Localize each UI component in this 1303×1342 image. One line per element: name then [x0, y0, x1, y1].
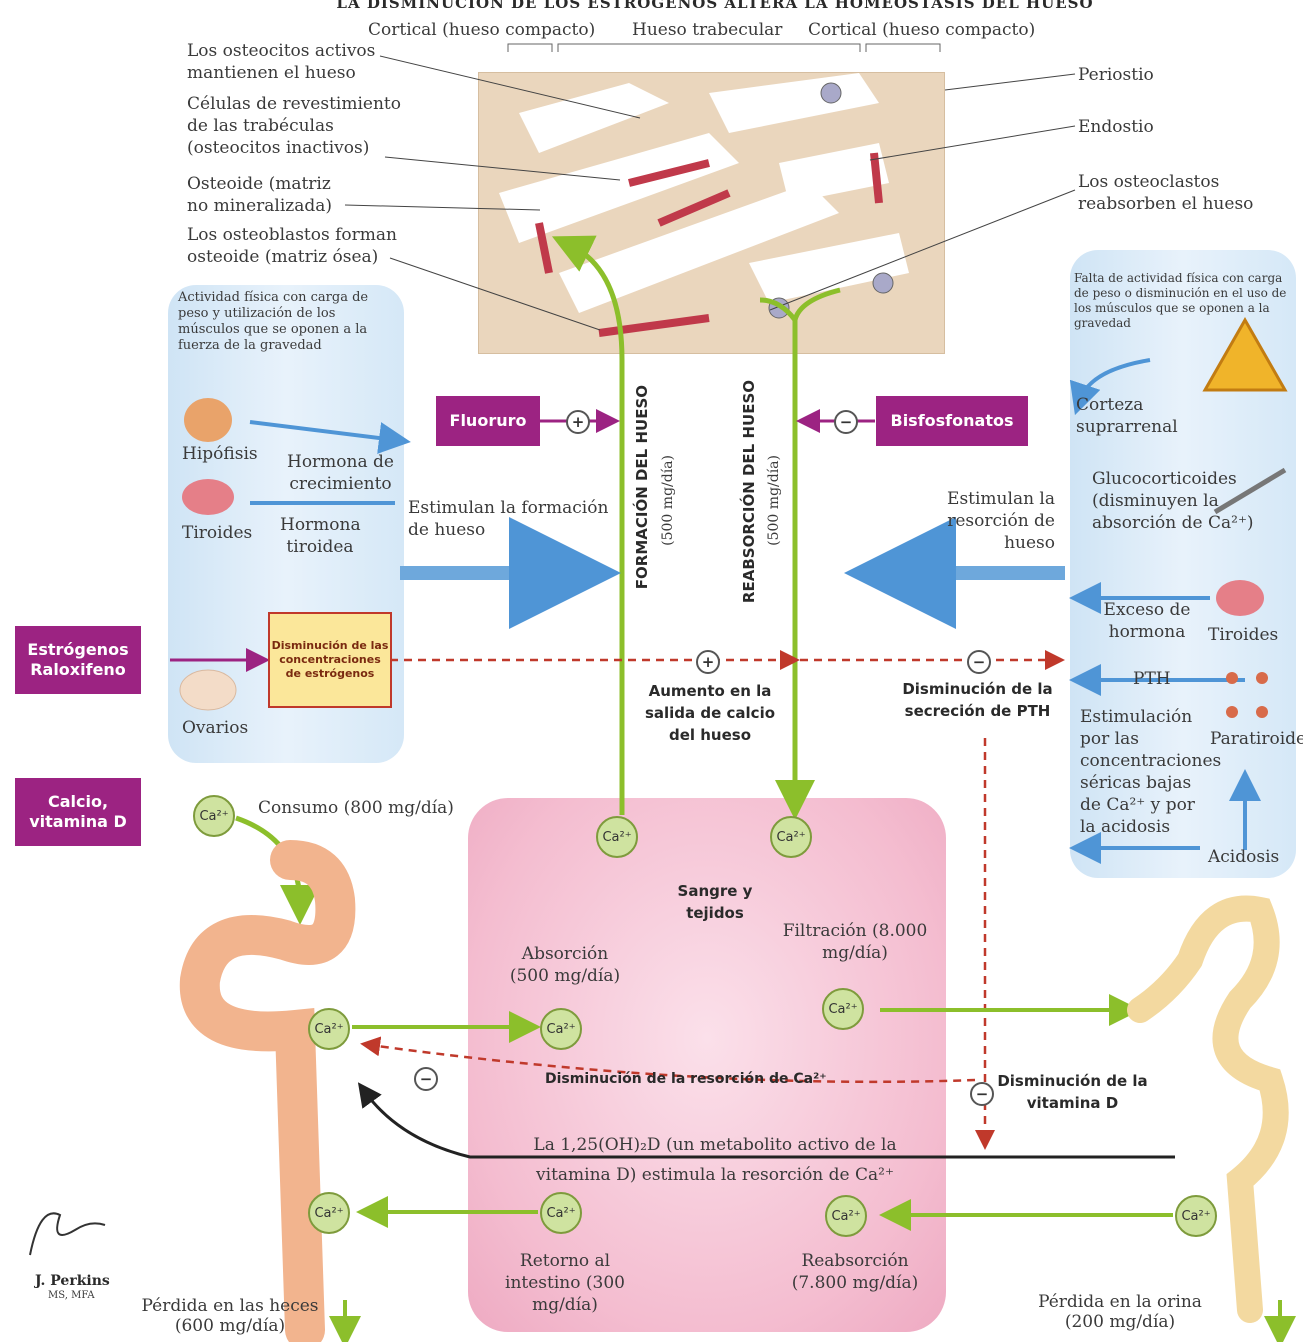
- label-pth: PTH: [1133, 668, 1171, 690]
- label-trabecular: Hueso trabecular: [632, 19, 782, 41]
- label-thyroid-left: Tiroides: [182, 522, 252, 544]
- label-vitamin-d-decrease: Disminución de la vitamina D: [995, 1070, 1150, 1114]
- label-absorption: Absorción (500 mg/día): [500, 943, 630, 987]
- minus-sign-bisphosphonates: −: [834, 410, 858, 434]
- label-thyroid-hormone: Hormona tiroidea: [280, 514, 360, 558]
- label-inactivity: Falta de actividad física con carga de p…: [1074, 271, 1296, 331]
- label-physical-activity: Actividad física con carga de peso y uti…: [178, 290, 393, 354]
- label-stimulation: Estimulación por las concentraciones sér…: [1080, 706, 1215, 838]
- label-osteoid: Osteoide (matriz no mineralizada): [187, 173, 357, 217]
- thyroid-drawing: [182, 479, 234, 515]
- label-adrenal: Corteza suprarrenal: [1076, 394, 1186, 438]
- ca-ion-filtration: Ca²⁺: [822, 988, 864, 1030]
- nephron-drawing: [1140, 909, 1276, 1310]
- label-osteoblasts: Los osteoblastos forman osteoide (matriz…: [187, 224, 417, 268]
- label-filtration: Filtración (8.000 mg/día): [780, 920, 930, 964]
- ca-ion-return: Ca²⁺: [540, 1192, 582, 1234]
- label-reabsorption: Reabsorción (7.800 mg/día): [780, 1250, 930, 1294]
- plus-sign-estrogen: +: [696, 650, 720, 674]
- label-periosteum: Periostio: [1078, 64, 1154, 86]
- ca-ion-kidney: Ca²⁺: [1175, 1195, 1217, 1237]
- artist-signature: [20, 1195, 120, 1265]
- ca-ion-intake: Ca²⁺: [193, 795, 235, 837]
- ca-ion-resorption: Ca²⁺: [770, 816, 812, 858]
- ca-ion-intestine-out: Ca²⁺: [308, 1192, 350, 1234]
- label-bone-formation-rate: (500 mg/día): [660, 455, 676, 546]
- label-calcium-output: Aumento en la salida de calcio del hueso: [630, 680, 790, 746]
- label-glucocorticoids: Glucocorticoides (disminuyen la absorció…: [1092, 468, 1282, 534]
- label-endosteum: Endostio: [1078, 116, 1154, 138]
- label-stimulate-resorption: Estimulan la resorción de hueso: [930, 488, 1055, 554]
- label-excess-hormone: Exceso de hormona: [1092, 599, 1202, 643]
- label-parathyroids: Paratiroides: [1210, 728, 1290, 750]
- label-stimulate-formation: Estimulan la formación de hueso: [408, 497, 623, 541]
- label-ovaries: Ovarios: [182, 717, 248, 739]
- bisphosphonates-box: Bisfosfonatos: [876, 396, 1028, 446]
- label-bone-resorption-rate: (500 mg/día): [766, 455, 782, 546]
- label-intake: Consumo (800 mg/día): [258, 797, 454, 819]
- label-bone-resorption: REABSORCIÓN DEL HUESO: [740, 380, 758, 603]
- label-acidosis: Acidosis: [1208, 846, 1279, 868]
- label-pituitary: Hipófisis: [182, 443, 258, 465]
- figure-title: LA DISMINUCIÓN DE LOS ESTRÓGENOS ALTERA …: [270, 0, 1160, 14]
- label-urine-loss: Pérdida en la orina (200 mg/día): [1020, 1292, 1220, 1332]
- label-lining-cells: Células de revestimiento de las trabécul…: [187, 93, 417, 159]
- label-osteoclasts: Los osteoclastos reabsorben el hueso: [1078, 171, 1278, 215]
- thyroid-right-drawing: [1216, 580, 1264, 616]
- label-resorption-decrease: Disminución de la resorción de Ca²⁺: [545, 1068, 827, 1090]
- calcium-vitamin-d-box: Calcio, vitamina D: [15, 778, 141, 846]
- minus-sign-pth: −: [967, 650, 991, 674]
- signature-credentials: MS, MFA: [48, 1288, 95, 1304]
- ovary-drawing: [180, 670, 236, 710]
- label-blood-tissues: Sangre y tejidos: [655, 880, 775, 924]
- intestine-drawing: [200, 860, 336, 1330]
- minus-sign-vitamin-d: −: [970, 1082, 994, 1106]
- label-bone-formation: FORMACIÓN DEL HUESO: [633, 385, 651, 589]
- ca-ion-intestine-in: Ca²⁺: [308, 1008, 350, 1050]
- ca-ion-absorption: Ca²⁺: [540, 1008, 582, 1050]
- pituitary-drawing: [184, 398, 232, 442]
- label-feces-loss: Pérdida en las heces (600 mg/día): [125, 1296, 335, 1336]
- ca-ion-reabsorption: Ca²⁺: [825, 1195, 867, 1237]
- minus-sign-resorption: −: [414, 1067, 438, 1091]
- label-cortical-right: Cortical (hueso compacto): [808, 19, 1035, 41]
- label-return-intestine: Retorno al intestino (300 mg/día): [500, 1250, 630, 1316]
- label-pth-decrease: Disminución de la secreción de PTH: [880, 678, 1075, 722]
- label-vitamin-d-note: La 1,25(OH)₂D (un metabolito activo de l…: [505, 1130, 925, 1190]
- ca-ion-formation: Ca²⁺: [596, 816, 638, 858]
- fluoride-box: Fluoruro: [436, 396, 540, 446]
- label-cortical-left: Cortical (hueso compacto): [368, 19, 595, 41]
- estrogens-raloxifene-box: Estrógenos Raloxifeno: [15, 626, 141, 694]
- estrogen-decrease-box: Disminución de las concentraciones de es…: [268, 612, 392, 708]
- plus-sign-fluoride: +: [566, 410, 590, 434]
- label-osteocytes-active: Los osteocitos activos mantienen el hues…: [187, 40, 377, 84]
- label-thyroid-right: Tiroides: [1208, 624, 1278, 646]
- label-growth-hormone: Hormona de crecimiento: [278, 451, 403, 495]
